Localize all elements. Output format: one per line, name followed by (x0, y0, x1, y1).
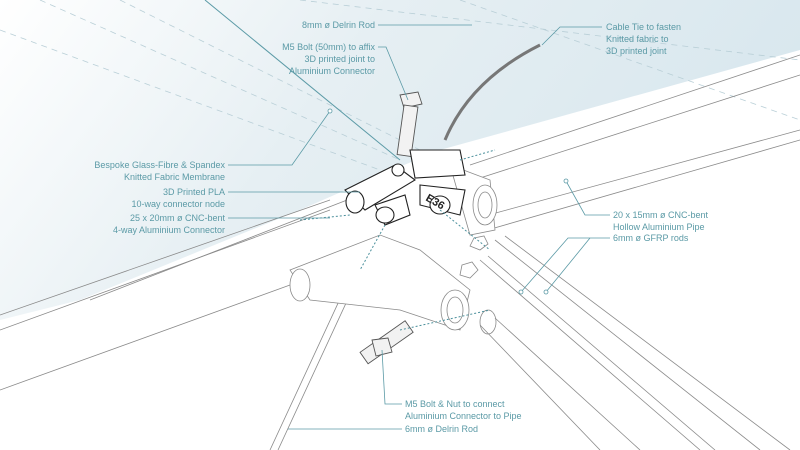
frame-lines (0, 54, 800, 450)
leader-lines (228, 24, 610, 430)
m5-bolt-bottom (359, 320, 414, 365)
cable-tie (443, 43, 541, 141)
pla-connector-node: E36 (344, 149, 466, 226)
membrane-hidden-lines (0, 0, 800, 171)
label-delrin-rod-bottom: 6mm ø Delrin Rod (405, 424, 479, 434)
m5-bolt-top (396, 91, 423, 157)
delrin-rod-top (204, 0, 401, 161)
label-gfrp-rods: 6mm ø GFRP rods (613, 233, 689, 243)
assembly-dotted-lines (299, 149, 496, 331)
label-delrin-rod-top: 8mm ø Delrin Rod (301, 20, 375, 30)
